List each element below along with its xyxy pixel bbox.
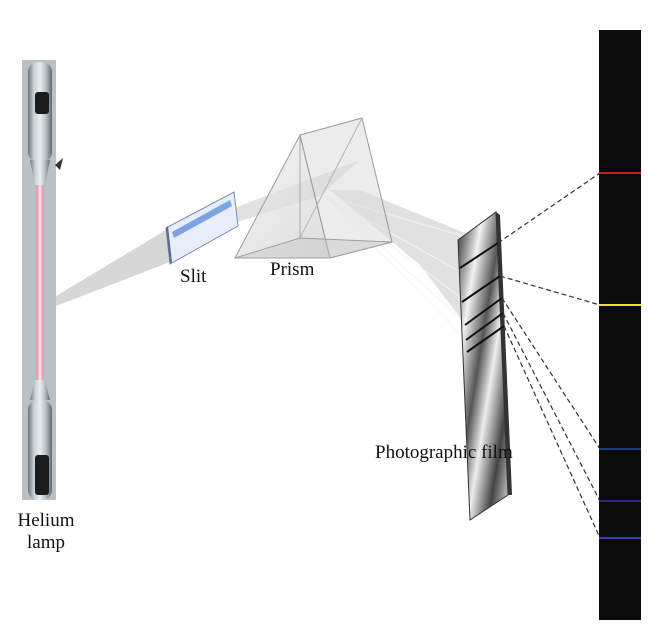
film-line-blue-3: [466, 325, 505, 353]
spectrum-line-yellow: [599, 304, 641, 306]
prism: [234, 117, 393, 259]
lamp-lower-electrode: [35, 455, 49, 495]
spectrum-line-blue-1: [599, 448, 641, 450]
lamp-capillary-highlight: [38, 185, 42, 380]
projection-lines: [497, 172, 601, 539]
photographic-film-label: Photographic film: [375, 442, 513, 463]
spectrum-lines: [599, 172, 641, 539]
film-lines: [459, 242, 505, 353]
slit-opening: [172, 200, 232, 238]
lamp-to-slit-beam: [56, 218, 186, 306]
helium-lamp-label-line1: Helium: [17, 510, 75, 531]
slit-edge: [166, 226, 172, 264]
prism-to-film-fan: [330, 190, 470, 320]
slit: [165, 191, 239, 265]
lamp-side-tab: [55, 158, 63, 170]
helium-lamp-label-line2: lamp: [27, 532, 65, 553]
film-line-yellow: [461, 275, 501, 303]
lamp-lower-neck: [30, 380, 50, 400]
spectrum-line-red: [599, 172, 641, 174]
slit-label: Slit: [180, 266, 207, 287]
prism-label: Prism: [270, 259, 315, 280]
lamp-upper-neck: [30, 160, 50, 185]
spectrum-line-violet: [599, 537, 641, 539]
film-line-red: [459, 242, 499, 269]
emission-spectrum: [599, 30, 641, 620]
helium-lamp-label: Helium lamp: [14, 510, 78, 554]
film-edge: [496, 212, 512, 495]
film-line-blue-2: [465, 312, 504, 341]
prism-base-face: [234, 237, 393, 259]
film-line-blue-1: [464, 297, 503, 326]
spectrum-strip: [599, 30, 641, 620]
photographic-film: [457, 211, 512, 521]
helium-lamp: [22, 60, 63, 500]
spectrum-line-blue-2: [599, 500, 641, 502]
lamp-upper-electrode: [35, 92, 49, 114]
